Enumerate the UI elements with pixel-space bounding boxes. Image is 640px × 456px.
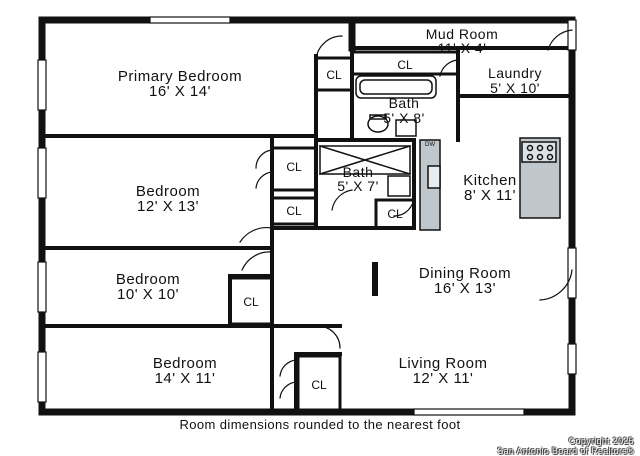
door-swings bbox=[239, 29, 573, 399]
bath-fixtures bbox=[319, 75, 437, 197]
room-dims-laundry: 5' X 10' bbox=[490, 80, 540, 96]
dishwasher-label: DW bbox=[425, 142, 435, 148]
room-name-bedroom-4: Bedroom bbox=[152, 355, 218, 372]
room-name-living-room: Living Room bbox=[398, 355, 488, 372]
room-name-kitchen: Kitchen bbox=[463, 172, 517, 189]
closet-label: CL bbox=[326, 68, 342, 82]
closet-label: CL bbox=[286, 204, 302, 218]
closet-label: CL bbox=[286, 160, 302, 174]
room-name-bedroom-3: Bedroom bbox=[115, 271, 181, 288]
room-dims-bath-2: 5' X 7' bbox=[337, 178, 379, 194]
room-dims-kitchen: 8' X 11' bbox=[464, 187, 516, 204]
footnote: Room dimensions rounded to the nearest f… bbox=[179, 417, 461, 432]
closet-label: CL bbox=[387, 207, 403, 221]
room-name-bath-2: Bath bbox=[342, 164, 374, 180]
room-dims-primary-bedroom: 16' X 14' bbox=[149, 83, 211, 100]
closet-label: CL bbox=[397, 58, 413, 72]
room-dims-bedroom-4: 14' X 11' bbox=[154, 370, 216, 387]
room-dims-mud-room: 11' X 4' bbox=[437, 40, 487, 56]
room-name-primary-bedroom: Primary Bedroom bbox=[117, 68, 243, 85]
room-dims-bath-1: 5' X 8' bbox=[383, 110, 425, 126]
kitchen-counters bbox=[419, 137, 561, 231]
closet-label: CL bbox=[311, 378, 327, 392]
room-dims-living-room: 12' X 11' bbox=[412, 370, 474, 387]
room-dims-bedroom-3: 10' X 10' bbox=[117, 286, 179, 303]
dining-pillar bbox=[372, 262, 378, 296]
room-name-bedroom-2: Bedroom bbox=[135, 183, 201, 200]
room-dims-dining-room: 16' X 13' bbox=[434, 280, 496, 297]
closet-label: CL bbox=[243, 295, 259, 309]
closet-outlines bbox=[228, 50, 460, 414]
room-name-mud-room: Mud Room bbox=[425, 26, 499, 42]
room-name-bath-1: Bath bbox=[388, 95, 420, 111]
room-dims-bedroom-2: 12' X 13' bbox=[137, 198, 199, 215]
room-name-laundry: Laundry bbox=[487, 65, 543, 81]
copyright-line-2: San Antonio Board of Realtors® bbox=[497, 446, 634, 456]
room-name-dining-room: Dining Room bbox=[418, 265, 512, 282]
copyright-watermark: Copyright 2025 San Antonio Board of Real… bbox=[497, 436, 634, 456]
copyright-line-1: Copyright 2025 bbox=[568, 436, 634, 446]
